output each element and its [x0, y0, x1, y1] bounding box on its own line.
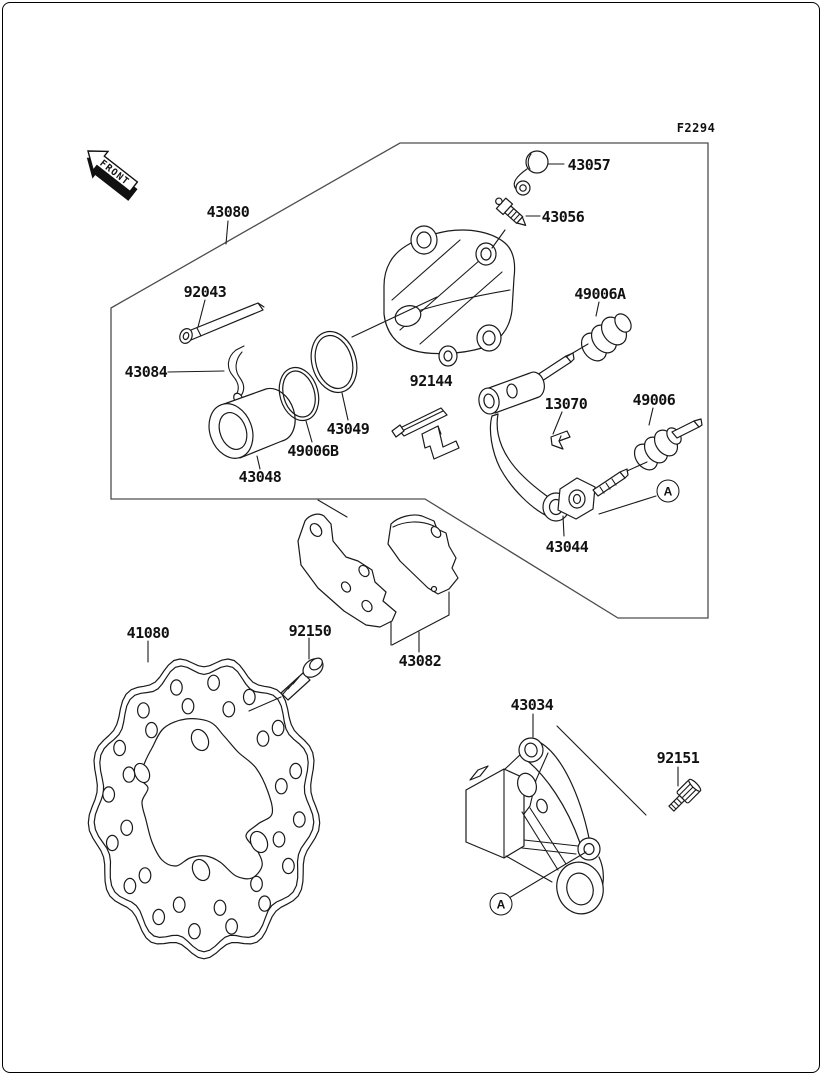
boot-drawing [626, 407, 703, 472]
part-label-13070: 13070 [544, 395, 588, 413]
seal-ring-drawing [310, 296, 438, 421]
detail-marker-a-bottom: A [489, 892, 513, 916]
part-label-43080: 43080 [206, 203, 250, 221]
part-label-49006A: 49006A [574, 285, 626, 303]
slide-pin-drawing [179, 299, 265, 344]
figure-code: F2294 [676, 121, 716, 135]
part-label-92151: 92151 [656, 749, 700, 767]
caliper-body-drawing [383, 225, 516, 367]
part-label-43034: 43034 [510, 696, 554, 714]
caliper-bracket-drawing [465, 713, 647, 915]
boot-a-drawing [580, 301, 632, 362]
part-label-43048: 43048 [238, 468, 282, 486]
part-label-43049: 43049 [326, 420, 370, 438]
disc-bolt-drawing [248, 637, 324, 712]
part-label-43082: 43082 [398, 652, 442, 670]
leader-lines [225, 220, 229, 245]
brake-pads-drawing [297, 499, 459, 653]
cotter-clip-drawing [167, 345, 245, 404]
part-label-92144: 92144 [409, 372, 453, 390]
piston-drawing [208, 387, 296, 470]
part-label-43084: 43084 [124, 363, 168, 381]
holder-arm-drawing [478, 343, 657, 537]
callout-box [110, 142, 709, 619]
detail-marker-a-top: A [656, 479, 680, 503]
part-label-92150: 92150 [288, 622, 332, 640]
small-clip-drawing [550, 411, 571, 450]
front-arrow: FRONT [86, 150, 139, 201]
part-label-49006B: 49006B [287, 442, 339, 460]
brake-disc-drawing [87, 640, 321, 960]
part-label-43057: 43057 [567, 156, 611, 174]
bleed-valve-drawing [491, 197, 541, 249]
pad-spring-drawing [391, 407, 460, 460]
part-label-92043: 92043 [183, 283, 227, 301]
part-label-43044: 43044 [545, 538, 589, 556]
part-label-41080: 41080 [126, 624, 170, 642]
part-label-49006: 49006 [632, 391, 676, 409]
part-label-43056: 43056 [541, 208, 585, 226]
seal-ring-b-drawing [278, 366, 320, 443]
bracket-bolt-drawing [668, 766, 702, 812]
bleed-cap-drawing [513, 150, 565, 196]
